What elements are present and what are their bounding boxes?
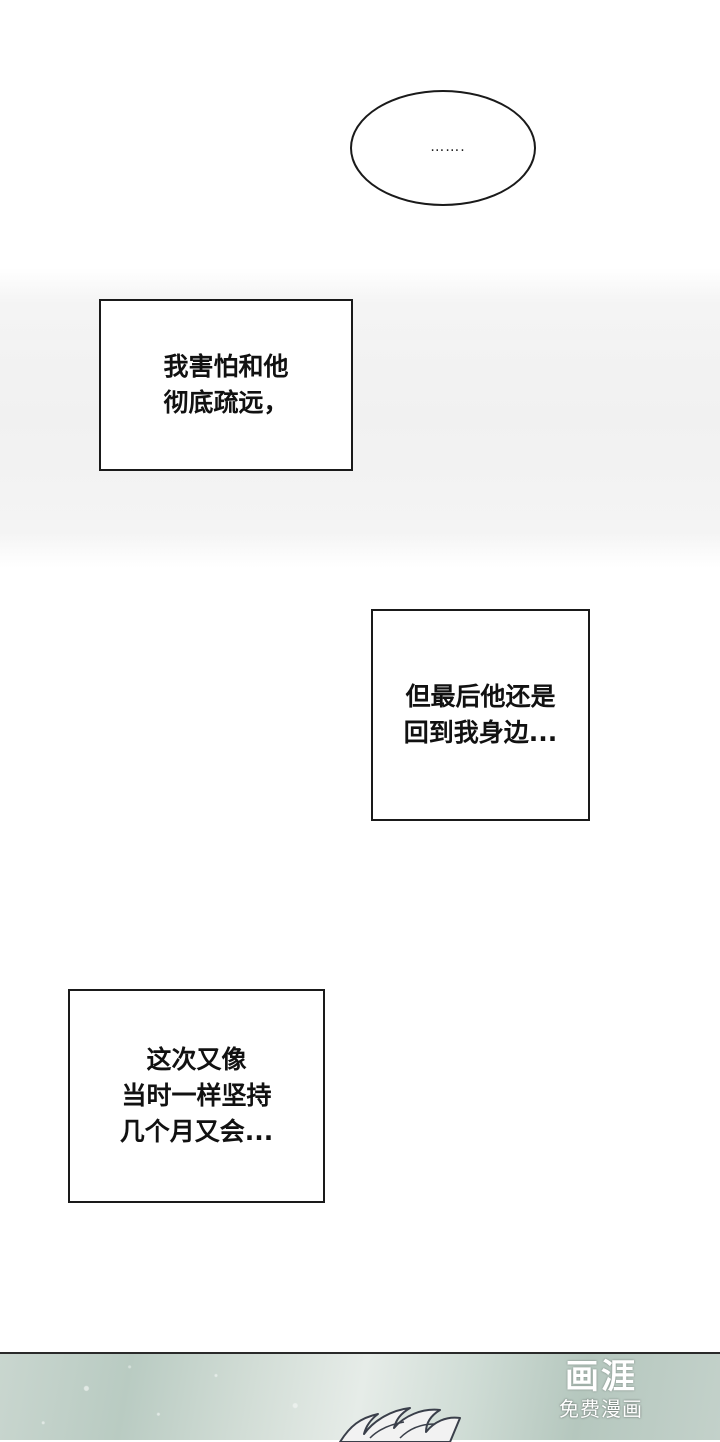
narration-line: 回到我身边... [403, 718, 558, 747]
narration-line: 我害怕和他 [163, 352, 289, 381]
narration-line: 但最后他还是 [405, 682, 556, 711]
narration-line: 这次又像 [146, 1045, 247, 1074]
narration-text-1: 我害怕和他 彻底疏远， [163, 349, 288, 421]
narration-box-1: 我害怕和他 彻底疏远， [99, 299, 353, 471]
narration-line: 当时一样坚持 [121, 1081, 272, 1110]
narration-box-2: 但最后他还是 回到我身边... [371, 609, 590, 821]
narration-text-2: 但最后他还是 回到我身边... [404, 679, 558, 751]
speech-bubble: ……. [350, 90, 536, 206]
watermark: 画涯 免费漫画 [536, 1358, 666, 1428]
speech-bubble-text: ……. [430, 139, 466, 155]
next-panel-artwork [0, 1352, 720, 1440]
narration-text-3: 这次又像 当时一样坚持 几个月又会... [120, 1042, 274, 1150]
narration-box-3: 这次又像 当时一样坚持 几个月又会... [68, 989, 325, 1203]
narration-line: 彻底疏远， [163, 388, 289, 417]
hair-illustration [339, 1407, 461, 1442]
watermark-logo: 画涯 [565, 1357, 637, 1397]
watermark-subtitle: 免费漫画 [559, 1397, 643, 1421]
narration-line: 几个月又会... [119, 1117, 274, 1146]
